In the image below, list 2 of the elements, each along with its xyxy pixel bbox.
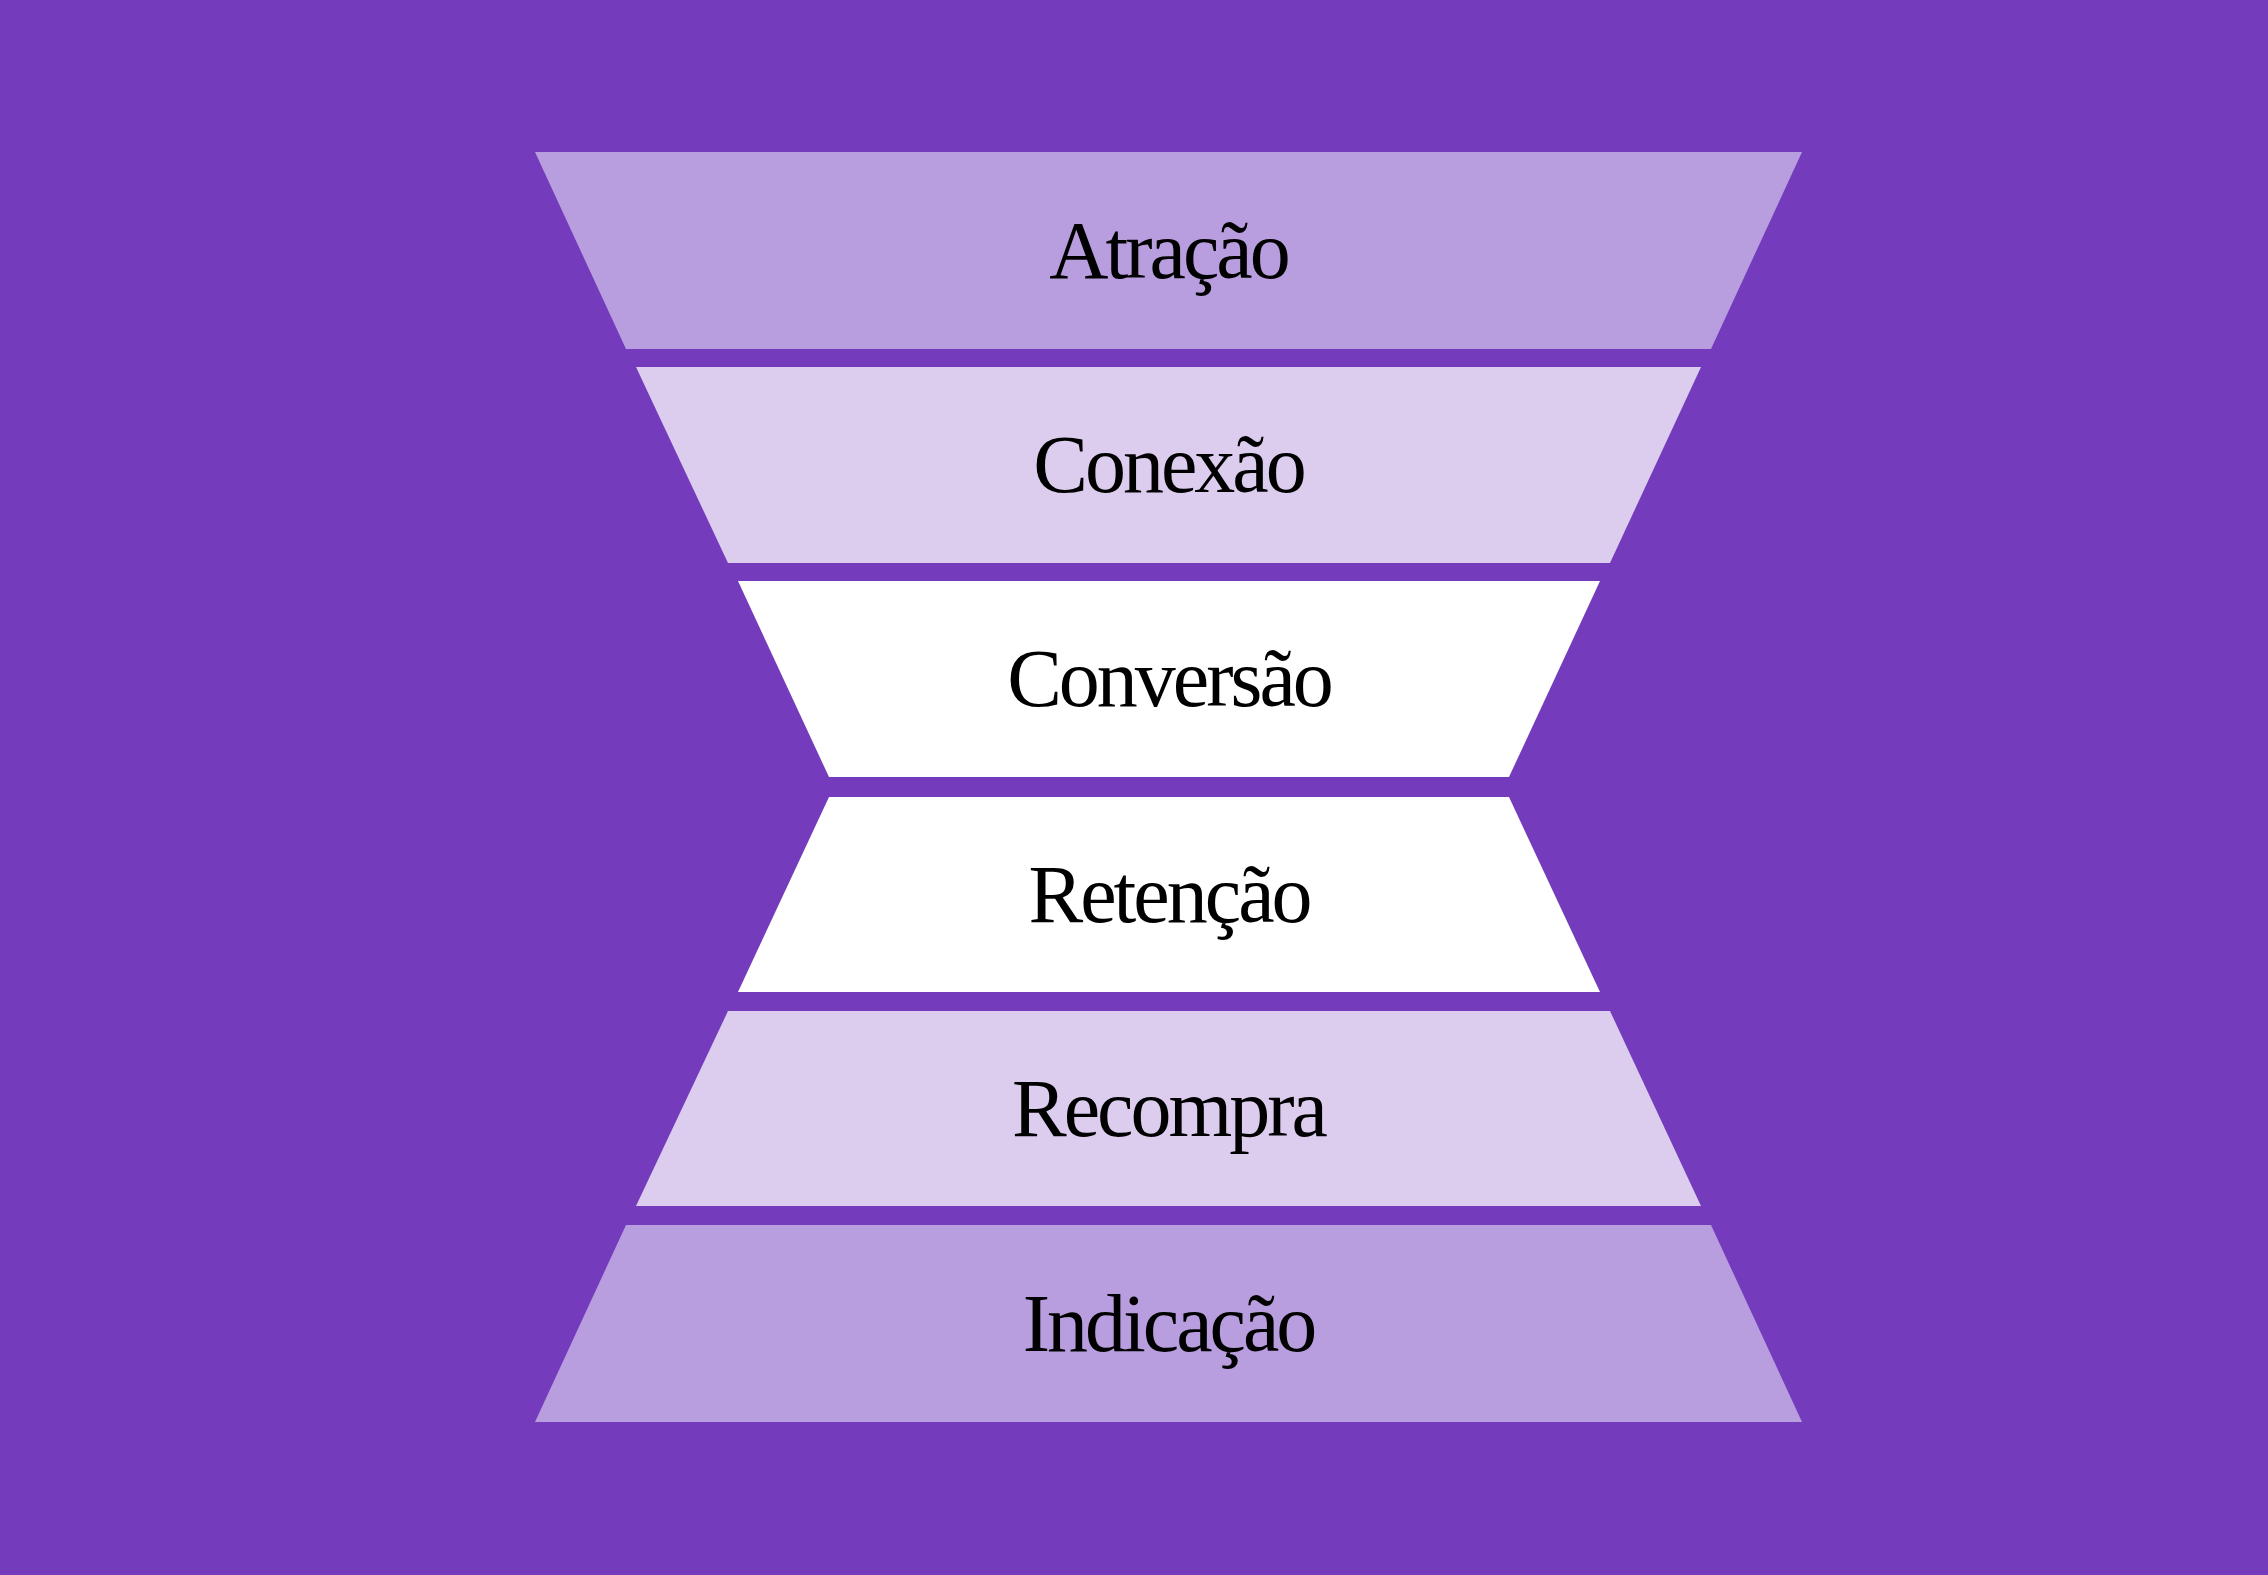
- stage-label: Conexão: [1033, 424, 1304, 506]
- stage-label: Conversão: [1007, 638, 1331, 720]
